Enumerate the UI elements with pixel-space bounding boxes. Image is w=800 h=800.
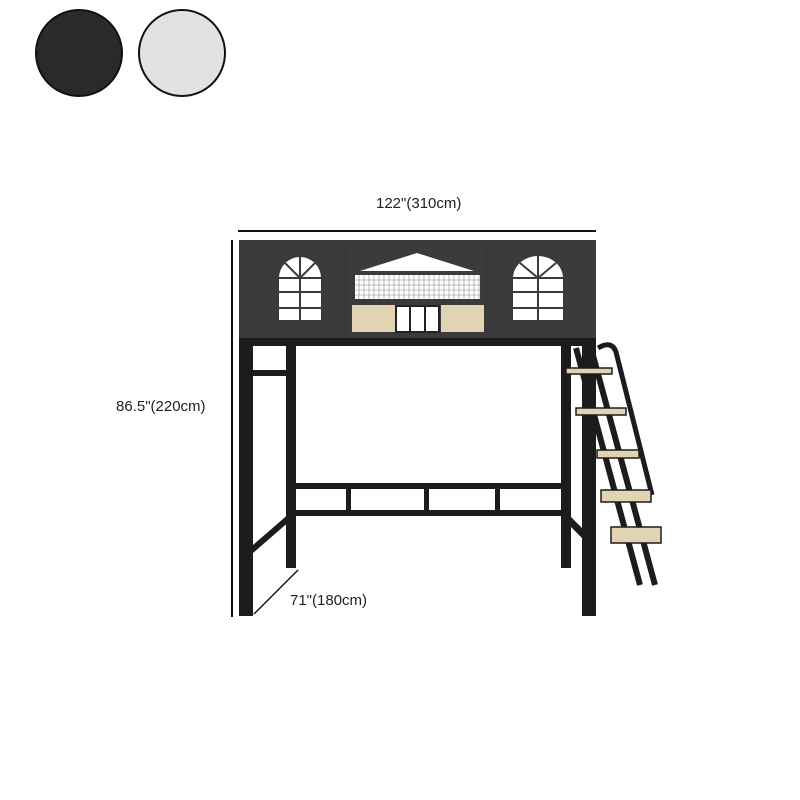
width-dimension-label: 122"(310cm): [376, 195, 462, 212]
depth-dimension-label: 71"(180cm): [290, 592, 368, 609]
color-swatch-black[interactable]: [35, 9, 123, 97]
house-panel: [239, 240, 596, 340]
height-dimension-label: 86.5"(220cm): [116, 398, 206, 415]
bed-frame: [239, 338, 596, 616]
depth-dimension-line: [253, 569, 299, 615]
ladder: [565, 342, 662, 586]
color-swatch-white[interactable]: [138, 9, 226, 97]
